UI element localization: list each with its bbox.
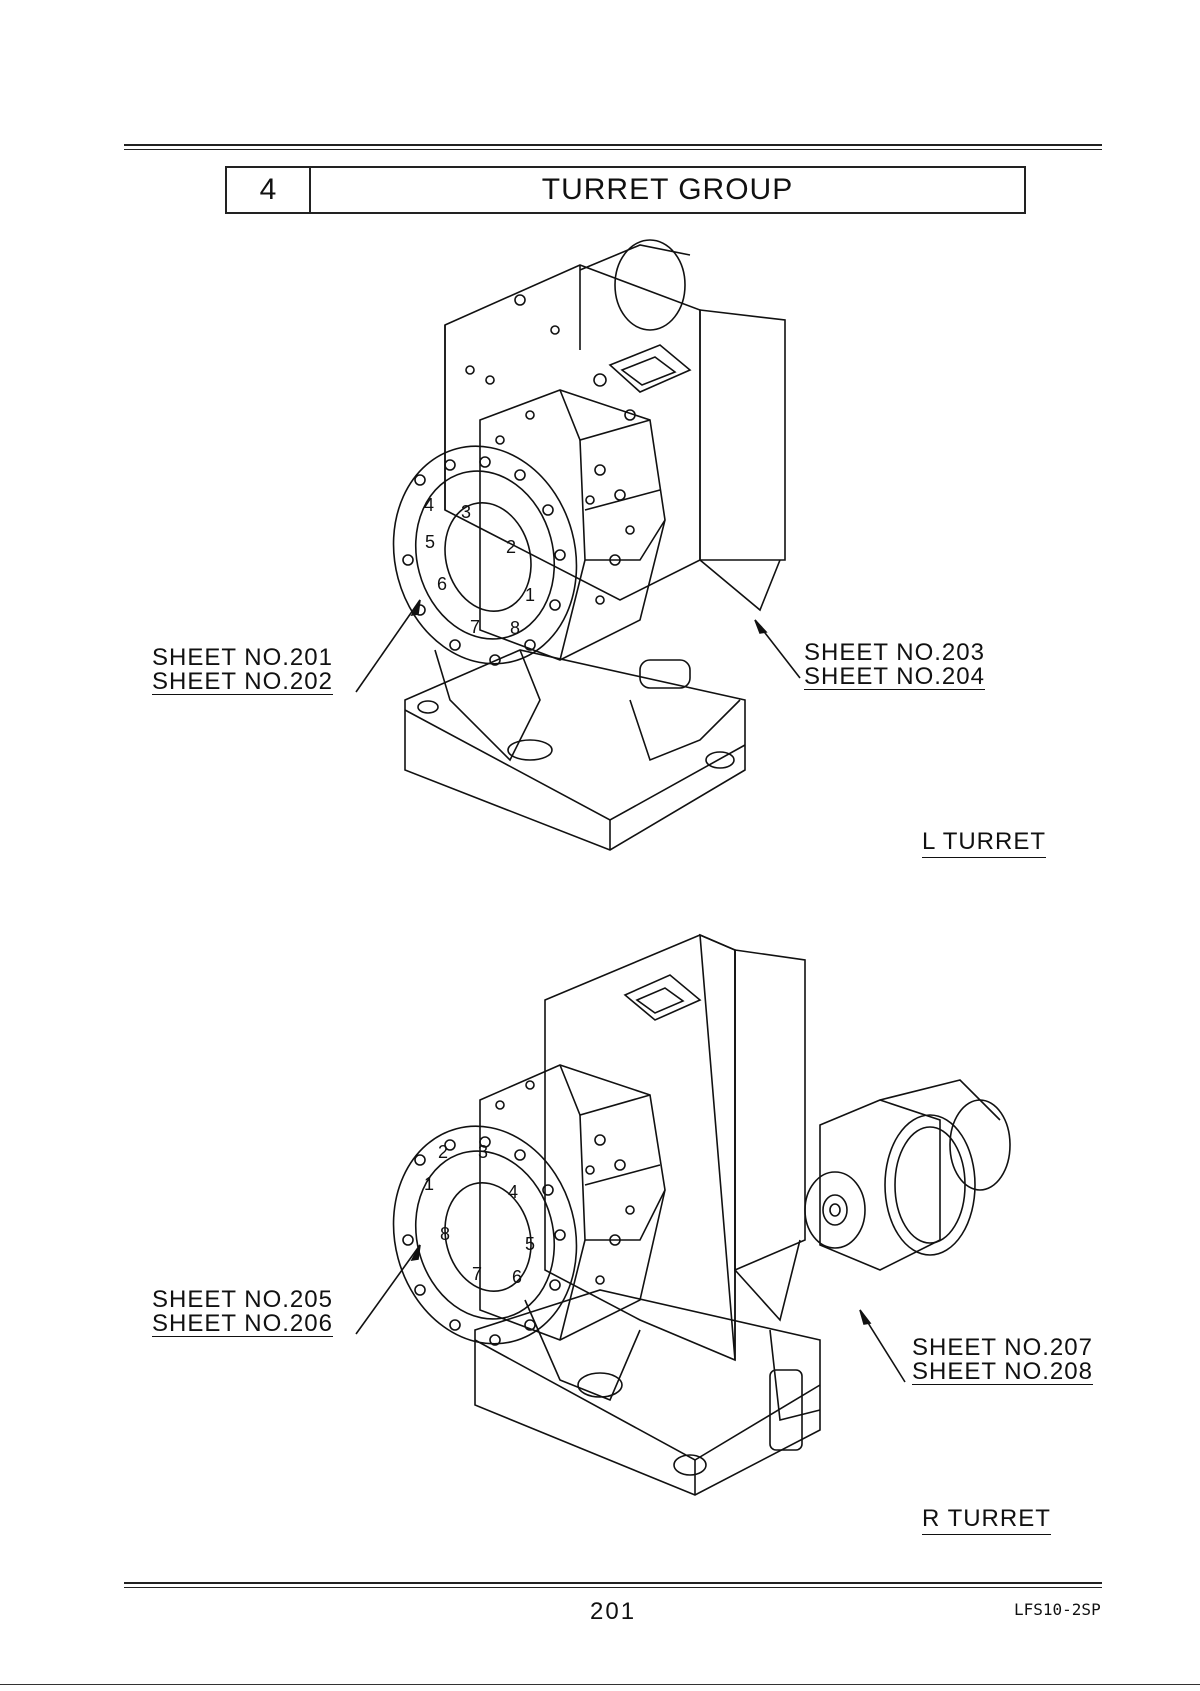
bottom-rule-2 [124,1587,1102,1588]
r-turret-caption: R TURRET [922,1505,1051,1535]
face-number: 1 [424,1172,435,1196]
sheet-reference: SHEET NO.208 [912,1360,1093,1385]
l-turret-left-callout: SHEET NO.201 SHEET NO.202 [152,646,333,695]
r-turret-right-callout: SHEET NO.207 SHEET NO.208 [912,1336,1093,1385]
l-turret-right-callout: SHEET NO.203 SHEET NO.204 [804,641,985,690]
r-turret-drawing [356,935,1010,1495]
face-number: 5 [425,530,436,554]
face-number: 8 [440,1222,451,1246]
l-turret-drawing [356,240,800,850]
sheet-reference: SHEET NO.205 [152,1288,333,1312]
face-number: 5 [525,1232,536,1256]
face-number: 4 [508,1180,519,1204]
face-number: 3 [461,500,472,524]
face-number: 8 [510,616,521,640]
sheet-reference: SHEET NO.207 [912,1336,1093,1360]
face-number: 2 [506,535,517,559]
sheet-reference: SHEET NO.206 [152,1312,333,1337]
face-number: 6 [437,572,448,596]
page-bottom-line [0,1684,1200,1685]
face-number: 7 [472,1262,483,1286]
sheet-reference: SHEET NO.201 [152,646,333,670]
sheet-reference: SHEET NO.202 [152,670,333,695]
face-number: 7 [470,615,481,639]
sheet-reference: SHEET NO.203 [804,641,985,665]
face-number: 4 [424,493,435,517]
document-code: LFS10-2SP [1014,1600,1101,1619]
face-number: 2 [438,1140,449,1164]
r-turret-left-callout: SHEET NO.205 SHEET NO.206 [152,1288,333,1337]
face-number: 6 [512,1265,523,1289]
face-number: 3 [478,1140,489,1164]
face-number: 1 [525,583,536,607]
sheet-reference: SHEET NO.204 [804,665,985,690]
l-turret-caption: L TURRET [922,828,1046,858]
page-number: 201 [590,1598,636,1626]
bottom-rule [124,1582,1102,1584]
